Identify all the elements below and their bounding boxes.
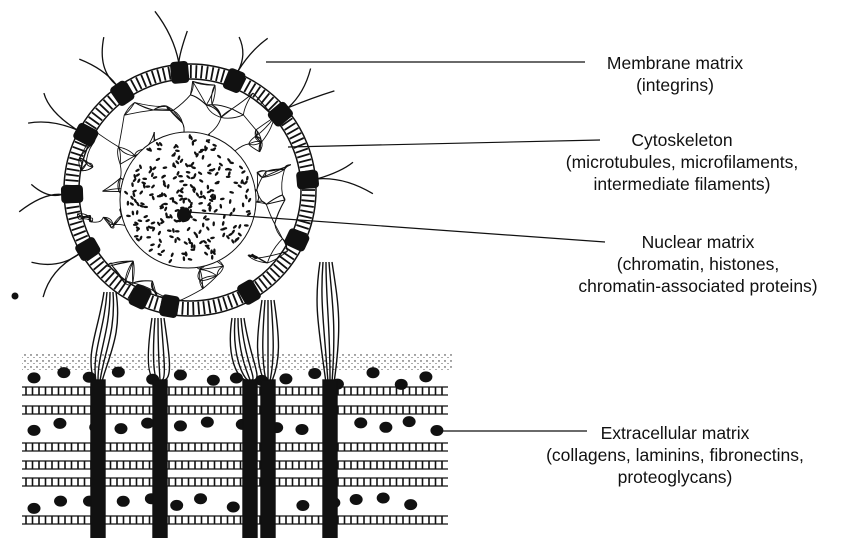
tendril — [318, 179, 373, 194]
proteoglycan-granule — [395, 379, 408, 390]
tendril — [32, 254, 80, 264]
tendril — [79, 59, 116, 85]
proteoglycan-granule — [54, 496, 67, 507]
lipid-molecule — [302, 200, 315, 201]
proteoglycan-granule — [114, 423, 127, 434]
nucleolus — [177, 208, 191, 222]
proteoglycan-granule — [367, 367, 380, 378]
proteoglycan-granule — [207, 375, 220, 386]
integrin — [170, 61, 190, 84]
chromatin-granule — [205, 245, 210, 247]
proteoglycan-granule — [57, 367, 70, 378]
ink-speck — [12, 293, 19, 300]
proteoglycan-granule — [279, 373, 292, 384]
label-cytoskeleton-title: Cytoskeleton — [522, 129, 842, 151]
nucleus — [120, 132, 256, 268]
proteoglycan-granule — [419, 371, 432, 382]
tendril — [318, 162, 354, 179]
fiber-bundle — [153, 380, 167, 538]
proteoglycan-granule — [403, 416, 416, 427]
integrin — [159, 294, 181, 319]
label-membrane-title: Membrane matrix — [560, 52, 790, 74]
label-extracellular-detail-1: (collagens, laminins, fibronectins, — [510, 444, 840, 466]
proteoglycan-granule — [295, 424, 308, 435]
proteoglycan-granule — [28, 425, 41, 436]
cell — [19, 11, 373, 318]
proteoglycan-granule — [308, 368, 321, 379]
proteoglycan-granule — [53, 418, 66, 429]
collagen-fiber — [22, 406, 448, 414]
collagen-fiber — [22, 443, 448, 451]
label-cytoskeleton-detail-1: (microtubules, microfilaments, — [522, 151, 842, 173]
tendril — [28, 122, 77, 130]
tendril — [179, 31, 188, 63]
fiber-bundle — [261, 380, 275, 538]
proteoglycan-granule — [379, 422, 392, 433]
lipid-molecule — [182, 302, 183, 315]
label-extracellular-matrix: Extracellular matrix (collagens, laminin… — [510, 422, 840, 488]
tendril — [288, 91, 334, 108]
extracellular-matrix-layer — [22, 352, 452, 524]
label-cytoskeleton-detail-2: intermediate filaments) — [522, 173, 842, 195]
proteoglycan-granule — [354, 417, 367, 428]
proteoglycan-granule — [227, 502, 240, 513]
label-nuclear-detail-2: chromatin-associated proteins) — [548, 275, 848, 297]
proteoglycan-granule — [296, 500, 309, 511]
label-nuclear-title: Nuclear matrix — [548, 231, 848, 253]
proteoglycan-granule — [194, 493, 207, 504]
collagen-fiber — [22, 478, 448, 486]
proteoglycan-granule — [141, 418, 154, 429]
tendril — [238, 37, 243, 71]
fiber-bundle — [243, 380, 257, 538]
proteoglycan-granule — [28, 372, 41, 383]
lipid-molecule — [302, 195, 315, 196]
label-membrane-detail: (integrins) — [560, 74, 790, 96]
proteoglycan-granule — [170, 500, 183, 511]
tendril — [43, 254, 79, 297]
proteoglycan-granule — [28, 503, 41, 514]
collagen-fiber — [22, 516, 448, 524]
label-cytoskeleton: Cytoskeleton (microtubules, microfilamen… — [522, 129, 842, 195]
proteoglycan-granule — [174, 369, 187, 380]
tendril — [288, 69, 311, 108]
chromatin-granule — [202, 223, 204, 228]
integrin — [61, 185, 84, 204]
label-extracellular-title: Extracellular matrix — [510, 422, 840, 444]
label-membrane-matrix: Membrane matrix (integrins) — [560, 52, 790, 96]
fiber-bundle — [323, 380, 337, 538]
lipid-molecule — [196, 65, 197, 78]
lipid-molecule — [65, 180, 78, 181]
collagen-fiber — [22, 461, 448, 469]
label-nuclear-detail-1: (chromatin, histones, — [548, 253, 848, 275]
proteoglycan-granule — [350, 494, 363, 505]
proteoglycan-granule — [174, 420, 187, 431]
proteoglycan-granule — [112, 367, 125, 378]
tendril — [19, 194, 62, 211]
chromatin-granule — [159, 194, 164, 196]
collagen-fiber — [22, 387, 448, 395]
lipid-molecule — [198, 302, 199, 315]
label-extracellular-detail-2: proteoglycans) — [510, 466, 840, 488]
proteoglycan-granule — [201, 417, 214, 428]
fiber-bundle — [91, 380, 105, 538]
proteoglycan-granule — [377, 493, 390, 504]
integrin — [296, 170, 319, 190]
label-nuclear-matrix: Nuclear matrix (chromatin, histones, chr… — [548, 231, 848, 297]
tendril — [155, 11, 179, 62]
tendril — [102, 37, 116, 85]
proteoglycan-granule — [404, 499, 417, 510]
proteoglycan-granule — [117, 496, 130, 507]
